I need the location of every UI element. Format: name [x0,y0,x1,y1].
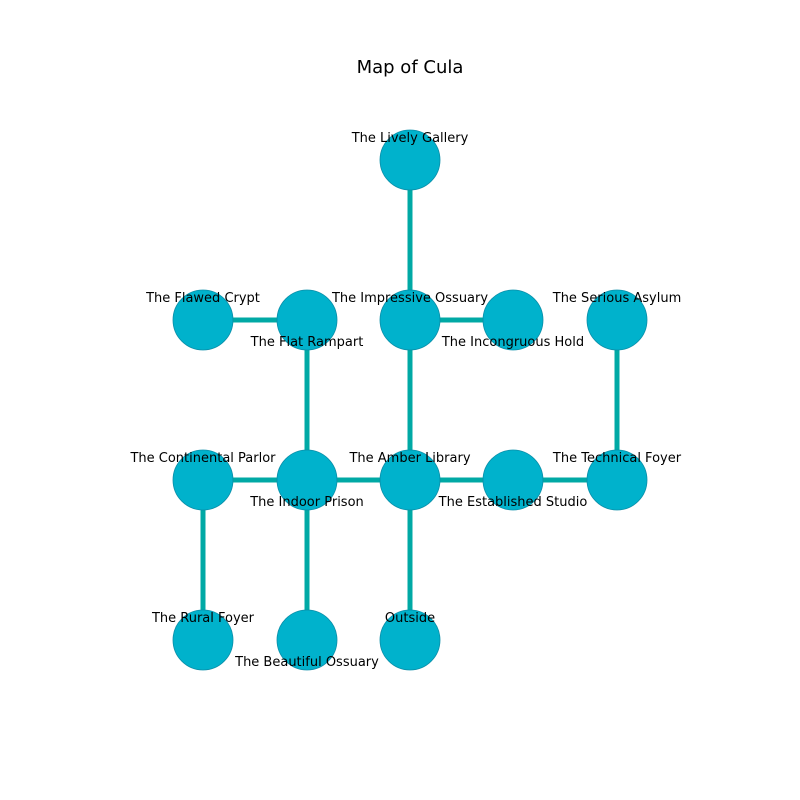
room-node-flat-rampart [276,289,338,351]
room-label-indoor-prison: The Indoor Prison [249,495,364,510]
room-node-technical-foyer [586,449,648,511]
room-label-rural-foyer: The Rural Foyer [151,611,255,626]
room-label-incongruous-hold: The Incongruous Hold [441,335,584,350]
room-label-flawed-crypt: The Flawed Crypt [145,291,260,306]
connections [200,160,620,640]
room-node-lively-gallery [379,129,441,191]
room-label-outside: Outside [385,611,435,626]
map-title: Map of Cula [357,57,464,78]
room-node-flawed-crypt [172,289,234,351]
room-node-impressive-ossuary [379,289,441,351]
room-node-amber-library [379,449,441,511]
room-label-impressive-ossuary: The Impressive Ossuary [331,291,488,306]
room-label-technical-foyer: The Technical Foyer [552,451,682,466]
room-label-flat-rampart: The Flat Rampart [250,335,364,350]
room-label-beautiful-ossuary: The Beautiful Ossuary [234,655,379,670]
room-label-lively-gallery: The Lively Gallery [351,131,469,146]
room-label-serious-asylum: The Serious Asylum [552,291,682,306]
room-node-incongruous-hold [482,289,544,351]
room-node-indoor-prison [276,449,338,511]
room-node-serious-asylum [586,289,648,351]
room-node-continental-parlor [172,449,234,511]
room-label-continental-parlor: The Continental Parlor [129,451,276,466]
room-node-established-studio [482,449,544,511]
room-label-established-studio: The Established Studio [438,495,588,510]
room-label-amber-library: The Amber Library [348,451,470,466]
room-node-beautiful-ossuary [276,609,338,671]
room-node-rural-foyer [172,609,234,671]
room-node-outside [379,609,441,671]
rooms [172,129,648,671]
